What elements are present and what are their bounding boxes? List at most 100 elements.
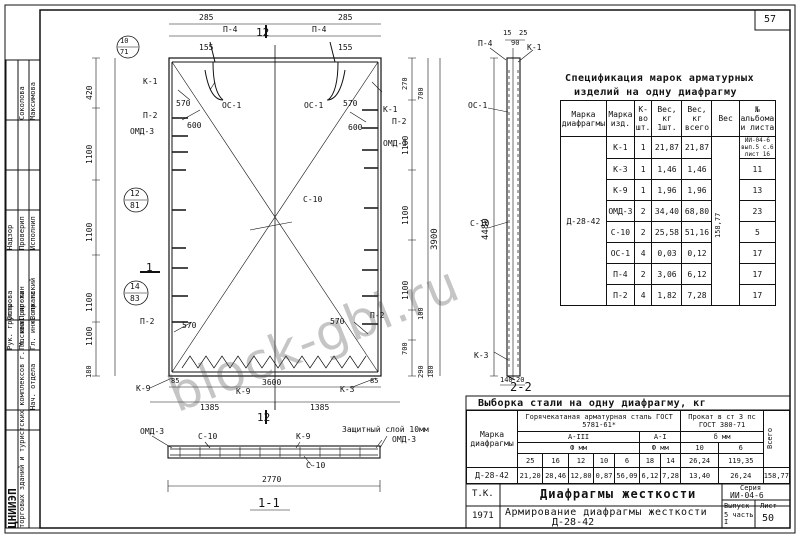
spec-cell: 4: [633, 284, 653, 306]
spec-cell: П-2: [605, 284, 635, 306]
spec-cell: П-4: [605, 263, 635, 285]
spec-cell: 1: [633, 158, 653, 180]
tb-code: Т.К.: [472, 489, 494, 499]
label-p2: П-2: [143, 111, 158, 120]
dim-text: 90: [511, 39, 520, 47]
stamp-name: Исполнил: [29, 216, 37, 250]
steel-dia: Ф мм: [516, 441, 641, 455]
label-570: 570: [176, 99, 191, 108]
dim-text: 1100: [85, 144, 94, 164]
dim-text: 1100: [85, 222, 94, 242]
spec-header: К-во шт.: [633, 100, 653, 137]
spec-cell: 21,87: [651, 136, 683, 159]
steel-a3-dia: 10: [593, 453, 615, 469]
spec-cell: 1,46: [651, 158, 683, 180]
stamp-org-sub: торговых зданий и туристских комплексов …: [18, 321, 26, 528]
tb-subtitle: Д-28-42: [552, 517, 595, 528]
label-p2: П-2: [392, 117, 407, 126]
spec-cell: 4: [633, 242, 653, 264]
spec-table: Марка диафрагмы Марка изд. К-во шт. Вес,…: [560, 100, 777, 306]
label-p2: П-2: [370, 311, 385, 320]
label-k9: К-9: [236, 387, 251, 396]
spec-header: Марка изд.: [605, 100, 635, 137]
dim-text: 180: [427, 365, 435, 378]
spec-total: 158,77: [713, 212, 722, 238]
spec-title: Спецификация марок арматурных: [565, 73, 755, 84]
dim-text: 270: [401, 77, 409, 90]
steel-val: 12,80: [567, 467, 595, 484]
dim-text: 180: [85, 365, 93, 378]
stamp-name: Пригожин: [18, 286, 26, 320]
spec-cell: 2: [633, 221, 653, 243]
tb-subtitle: Армирование диафрагмы жесткости: [505, 507, 708, 518]
dim-text: 1100: [401, 135, 410, 155]
section-mark: 1: [146, 261, 153, 274]
spec-cell: 1: [633, 179, 653, 201]
spec-diaphragm: Д-28-42: [560, 136, 607, 306]
spec-cell: 0,03: [651, 242, 683, 264]
label-570: 570: [182, 321, 197, 330]
section-mark: 12: [257, 411, 271, 424]
dim-text: 155: [199, 43, 214, 52]
label: К-3: [474, 351, 489, 360]
spec-cell: 6,12: [681, 263, 713, 285]
label: С-10: [470, 219, 490, 228]
steel-title: Выборка стали на одну диафрагму, кг: [478, 398, 707, 409]
dim-text: 285: [199, 13, 214, 22]
label-os1: ОС-1: [222, 101, 242, 110]
label: К-9: [296, 432, 311, 441]
tb-issue-label: Выпуск: [724, 502, 750, 510]
label-600: 600: [187, 121, 202, 130]
dim-1385: 1385: [200, 403, 220, 412]
dim-text: 140: [500, 376, 513, 384]
stamp-role: Нач. отдела: [29, 363, 37, 410]
spec-header: Вес, кг всего: [681, 100, 713, 137]
tb-title: Диафрагмы жесткости: [540, 487, 697, 501]
steel-total: 158,77: [762, 467, 791, 484]
steel-val: 13,40: [680, 467, 719, 484]
spec-header: Вес: [711, 100, 740, 137]
spec-cell: 11: [738, 158, 777, 180]
spec-cell: 17: [738, 242, 777, 264]
dim-text: 290: [417, 365, 425, 378]
tb-sheet: 50: [762, 513, 775, 524]
stamp-name: Проверил: [18, 216, 26, 250]
spec-cell: 7,28: [681, 284, 713, 306]
dim-text: 700: [401, 342, 409, 355]
spec-cell: 1,96: [651, 179, 683, 201]
label-k1: К-1: [143, 77, 158, 86]
steel-p-sum: 26,24: [680, 453, 719, 469]
spec-cell: 68,80: [681, 200, 713, 222]
label: ОМД-3: [392, 435, 417, 444]
dim-total: 3900: [430, 228, 440, 250]
label: С-10: [306, 461, 326, 470]
spec-cell: 5: [738, 221, 777, 243]
label-570: 570: [343, 99, 358, 108]
spec-cell: 13: [738, 179, 777, 201]
tb-series-label: Серия: [740, 484, 762, 492]
spec-cell: 17: [738, 263, 777, 285]
steel-val: 6,12: [639, 467, 661, 484]
spec-cell: 17: [738, 284, 777, 306]
steel-table: Марка диафрагмы Горячекатаная арматурная…: [466, 409, 791, 484]
steel-class: А-I: [639, 430, 682, 443]
steel-a3-dia: 6: [613, 453, 641, 469]
dim-width: 2770: [262, 475, 282, 484]
steel-dia: Ф мм: [639, 441, 682, 455]
stamp-name: Острова: [6, 290, 14, 320]
label-570: 570: [330, 317, 345, 326]
dim-text: 1100: [85, 326, 94, 346]
note: Защитный слой 10мм: [342, 425, 429, 434]
label: С-10: [198, 432, 218, 441]
node-sheet: 71: [120, 48, 129, 56]
dim-1385: 1385: [310, 403, 330, 412]
label-k1: К-1: [383, 105, 398, 114]
stamp-name: Волжанский: [29, 277, 37, 320]
steel-diaphragm: Д-28-42: [466, 467, 518, 484]
dim-text: 285: [338, 13, 353, 22]
label-c10: С-10: [303, 195, 323, 204]
label-os1: ОС-1: [304, 101, 324, 110]
dim-3600: 3600: [262, 378, 282, 387]
steel-a1-dia: 18: [639, 453, 661, 469]
spec-header: № альбома и листа: [738, 100, 777, 137]
